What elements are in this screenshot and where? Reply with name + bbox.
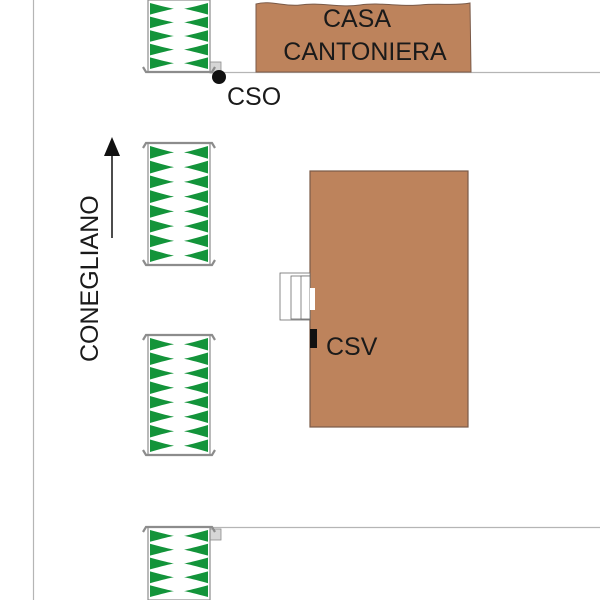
tree-tooth-right [184, 175, 208, 189]
tree-tooth-left [150, 425, 174, 438]
casa-cantoniera-building: CASA CANTONIERA [255, 2, 472, 73]
csv-label: CSV [326, 333, 378, 361]
planter-border [147, 142, 211, 266]
tree-tooth-left [150, 557, 174, 570]
tree-tooth-right [184, 219, 208, 233]
tree-tooth-left [150, 530, 174, 542]
tree-tooth-right [184, 205, 208, 218]
tree-tooth-left [150, 175, 174, 189]
tree-tooth-right [184, 396, 208, 409]
tree-tooth-right [184, 57, 208, 69]
tree-tooth-left [150, 43, 174, 56]
planter-curb [142, 333, 216, 341]
tree-tooth-left [150, 205, 174, 218]
planter-curb [142, 525, 216, 533]
tree-tooth-left [150, 249, 174, 262]
tree-tooth-left [150, 543, 174, 556]
tree-tooth-left [150, 190, 174, 203]
casa-label-line1: CASA [323, 5, 391, 33]
planter-curb [142, 141, 216, 149]
direction-indicator: CONEGLIANO [76, 137, 120, 362]
tree-tooth-left [150, 338, 174, 351]
tree-tooth-right [184, 16, 208, 29]
planter-3 [142, 333, 216, 457]
tree-tooth-right [184, 571, 208, 584]
tree-tooth-right [184, 439, 208, 452]
tree-tooth-right [184, 425, 208, 438]
tree-tooth-right [184, 30, 208, 42]
tree-tooth-right [184, 160, 208, 174]
tree-tooth-left [150, 585, 174, 597]
tree-tooth-left [150, 410, 174, 423]
cso-marker [212, 70, 226, 84]
planter-curb [142, 449, 216, 457]
planter-1 [142, 0, 216, 74]
tree-tooth-right [184, 410, 208, 423]
tree-tooth-left [150, 352, 174, 365]
direction-label: CONEGLIANO [76, 195, 104, 362]
cso-label: CSO [227, 83, 281, 111]
planter-4 [142, 525, 216, 600]
tree-tooth-left [150, 57, 174, 69]
tree-tooth-right [184, 367, 208, 380]
tree-tooth-right [184, 3, 208, 15]
tree-tooth-left [150, 146, 174, 159]
tree-tooth-left [150, 367, 174, 380]
arrow-up-icon [104, 137, 120, 156]
planter-curb [142, 259, 216, 267]
planter-curb [142, 66, 216, 74]
tree-tooth-right [184, 338, 208, 351]
tree-tooth-right [184, 557, 208, 570]
tree-tooth-right [184, 249, 208, 262]
tree-tooth-right [184, 381, 208, 394]
tree-tooth-right [184, 352, 208, 365]
tree-tooth-left [150, 30, 174, 42]
tree-tooth-left [150, 16, 174, 29]
tree-tooth-right [184, 234, 208, 248]
tree-tooth-right [184, 530, 208, 542]
planter-border [147, 334, 211, 456]
tree-tooth-right [184, 43, 208, 56]
tree-tooth-left [150, 396, 174, 409]
main-building-shape [309, 170, 469, 428]
planter-2 [142, 141, 216, 267]
tree-tooth-left [150, 571, 174, 584]
casa-label-line2: CANTONIERA [283, 38, 447, 66]
tree-tooth-left [150, 381, 174, 394]
tree-tooth-left [150, 3, 174, 15]
tree-tooth-left [150, 219, 174, 233]
tree-tooth-left [150, 439, 174, 452]
main-building: CSV [279, 170, 469, 428]
tree-tooth-left [150, 160, 174, 174]
tree-tooth-right [184, 543, 208, 556]
tree-tooth-right [184, 585, 208, 597]
csv-marker [310, 329, 317, 348]
tree-tooth-right [184, 146, 208, 159]
bottom-box [209, 528, 222, 541]
tree-tooth-left [150, 234, 174, 248]
tree-tooth-right [184, 190, 208, 203]
planters-group [142, 0, 216, 600]
entrance-steps [279, 272, 315, 321]
casa-cantoniera-shape [255, 2, 472, 73]
